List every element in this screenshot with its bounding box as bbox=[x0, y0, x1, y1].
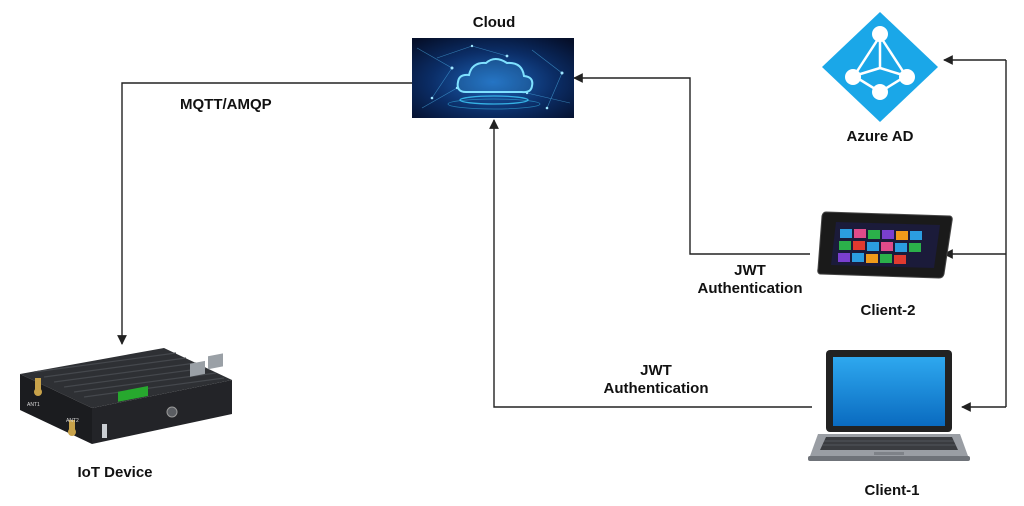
jwt-line2: Authentication bbox=[603, 380, 709, 397]
iot-gateway-icon: ANT1 ANT2 bbox=[20, 348, 232, 444]
client-2-label: Client-2 bbox=[860, 302, 916, 319]
client-2-node bbox=[816, 208, 954, 280]
client-1-label: Client-1 bbox=[864, 482, 920, 499]
cloud-node bbox=[412, 38, 574, 118]
edge-label-jwt-client2: JWT Authentication bbox=[684, 262, 816, 298]
iot-device-node: ANT1 ANT2 bbox=[14, 344, 236, 448]
laptop-icon bbox=[808, 350, 970, 461]
jwt-line1: JWT bbox=[734, 262, 766, 279]
azure-ad-label: Azure AD bbox=[846, 128, 914, 145]
edge-client2-to-cloud bbox=[573, 73, 810, 255]
tablet-icon bbox=[817, 211, 953, 279]
client-1-node bbox=[808, 348, 970, 466]
iot-device-label: IoT Device bbox=[77, 464, 153, 481]
edge-client1-to-cloud bbox=[489, 119, 812, 408]
azure-ad-node bbox=[820, 10, 940, 125]
ant1-port-label: ANT1 bbox=[27, 402, 40, 408]
cloud-label: Cloud bbox=[472, 14, 516, 31]
edge-label-jwt-client1: JWT Authentication bbox=[590, 362, 722, 398]
edge-label-mqtt: MQTT/AMQP bbox=[180, 96, 272, 113]
jwt-line1: JWT bbox=[640, 362, 672, 379]
cloud-icon bbox=[412, 38, 574, 118]
ant2-port-label: ANT2 bbox=[66, 418, 79, 424]
azure-ad-icon bbox=[822, 12, 938, 122]
jwt-line2: Authentication bbox=[697, 280, 803, 297]
edge-cloud-to-iot bbox=[117, 82, 412, 345]
